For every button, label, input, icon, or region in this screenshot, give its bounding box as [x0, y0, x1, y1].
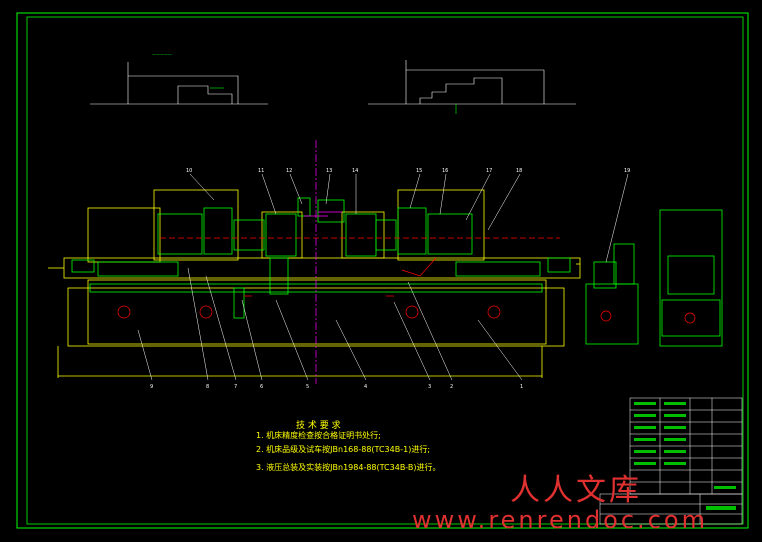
watermark-url: www.renrendoc.com — [412, 506, 708, 534]
cycle-diagram-right — [368, 60, 576, 114]
part-number-label: 19 — [624, 168, 630, 174]
part-number-label: 5 — [306, 384, 309, 390]
svg-text:—————: ————— — [152, 52, 172, 57]
part-number-label: 6 — [260, 384, 263, 390]
part-number-label: 17 — [486, 168, 492, 174]
tech-requirements-title: 技 术 要 求 — [296, 421, 341, 431]
part-number-label: 15 — [416, 168, 422, 174]
centerlines — [304, 140, 342, 384]
part-number-label: 1 — [520, 384, 523, 390]
part-number-label: 2 — [450, 384, 453, 390]
machine-outline — [48, 189, 581, 378]
detail-marks — [117, 237, 696, 324]
part-number-label: 8 — [206, 384, 209, 390]
part-number-label: 14 — [352, 168, 358, 174]
tech-requirement-item: 3. 液压总装及实装按JBn1984-88(TC34B-B)进行。 — [256, 463, 441, 472]
part-number-label: 10 — [186, 168, 192, 174]
part-number-label: 3 — [428, 384, 431, 390]
watermark-cn: 人人文库 — [510, 473, 642, 508]
part-number-label: 4 — [364, 384, 367, 390]
part-number-label: 13 — [326, 168, 332, 174]
title-block-fill — [634, 402, 736, 510]
part-number-label: 16 — [442, 168, 448, 174]
cycle-diagram-left: ————— — [90, 52, 268, 105]
tech-requirement-item: 2. 机床品级及试车按JBn168-88(TC34B-1)进行; — [256, 445, 431, 454]
machine-components — [71, 197, 723, 347]
inner-frame — [26, 16, 744, 525]
part-number-label: 9 — [150, 384, 153, 390]
tech-requirement-item: 1. 机床精度检查按合格证明书处行; — [256, 431, 381, 440]
part-number-label: 7 — [234, 384, 237, 390]
part-number-label: 12 — [286, 168, 292, 174]
title-block — [599, 397, 743, 525]
part-number-label: 18 — [516, 168, 522, 174]
outer-frame — [16, 12, 749, 529]
leader-lines — [137, 173, 629, 381]
part-number-label: 11 — [258, 168, 264, 174]
